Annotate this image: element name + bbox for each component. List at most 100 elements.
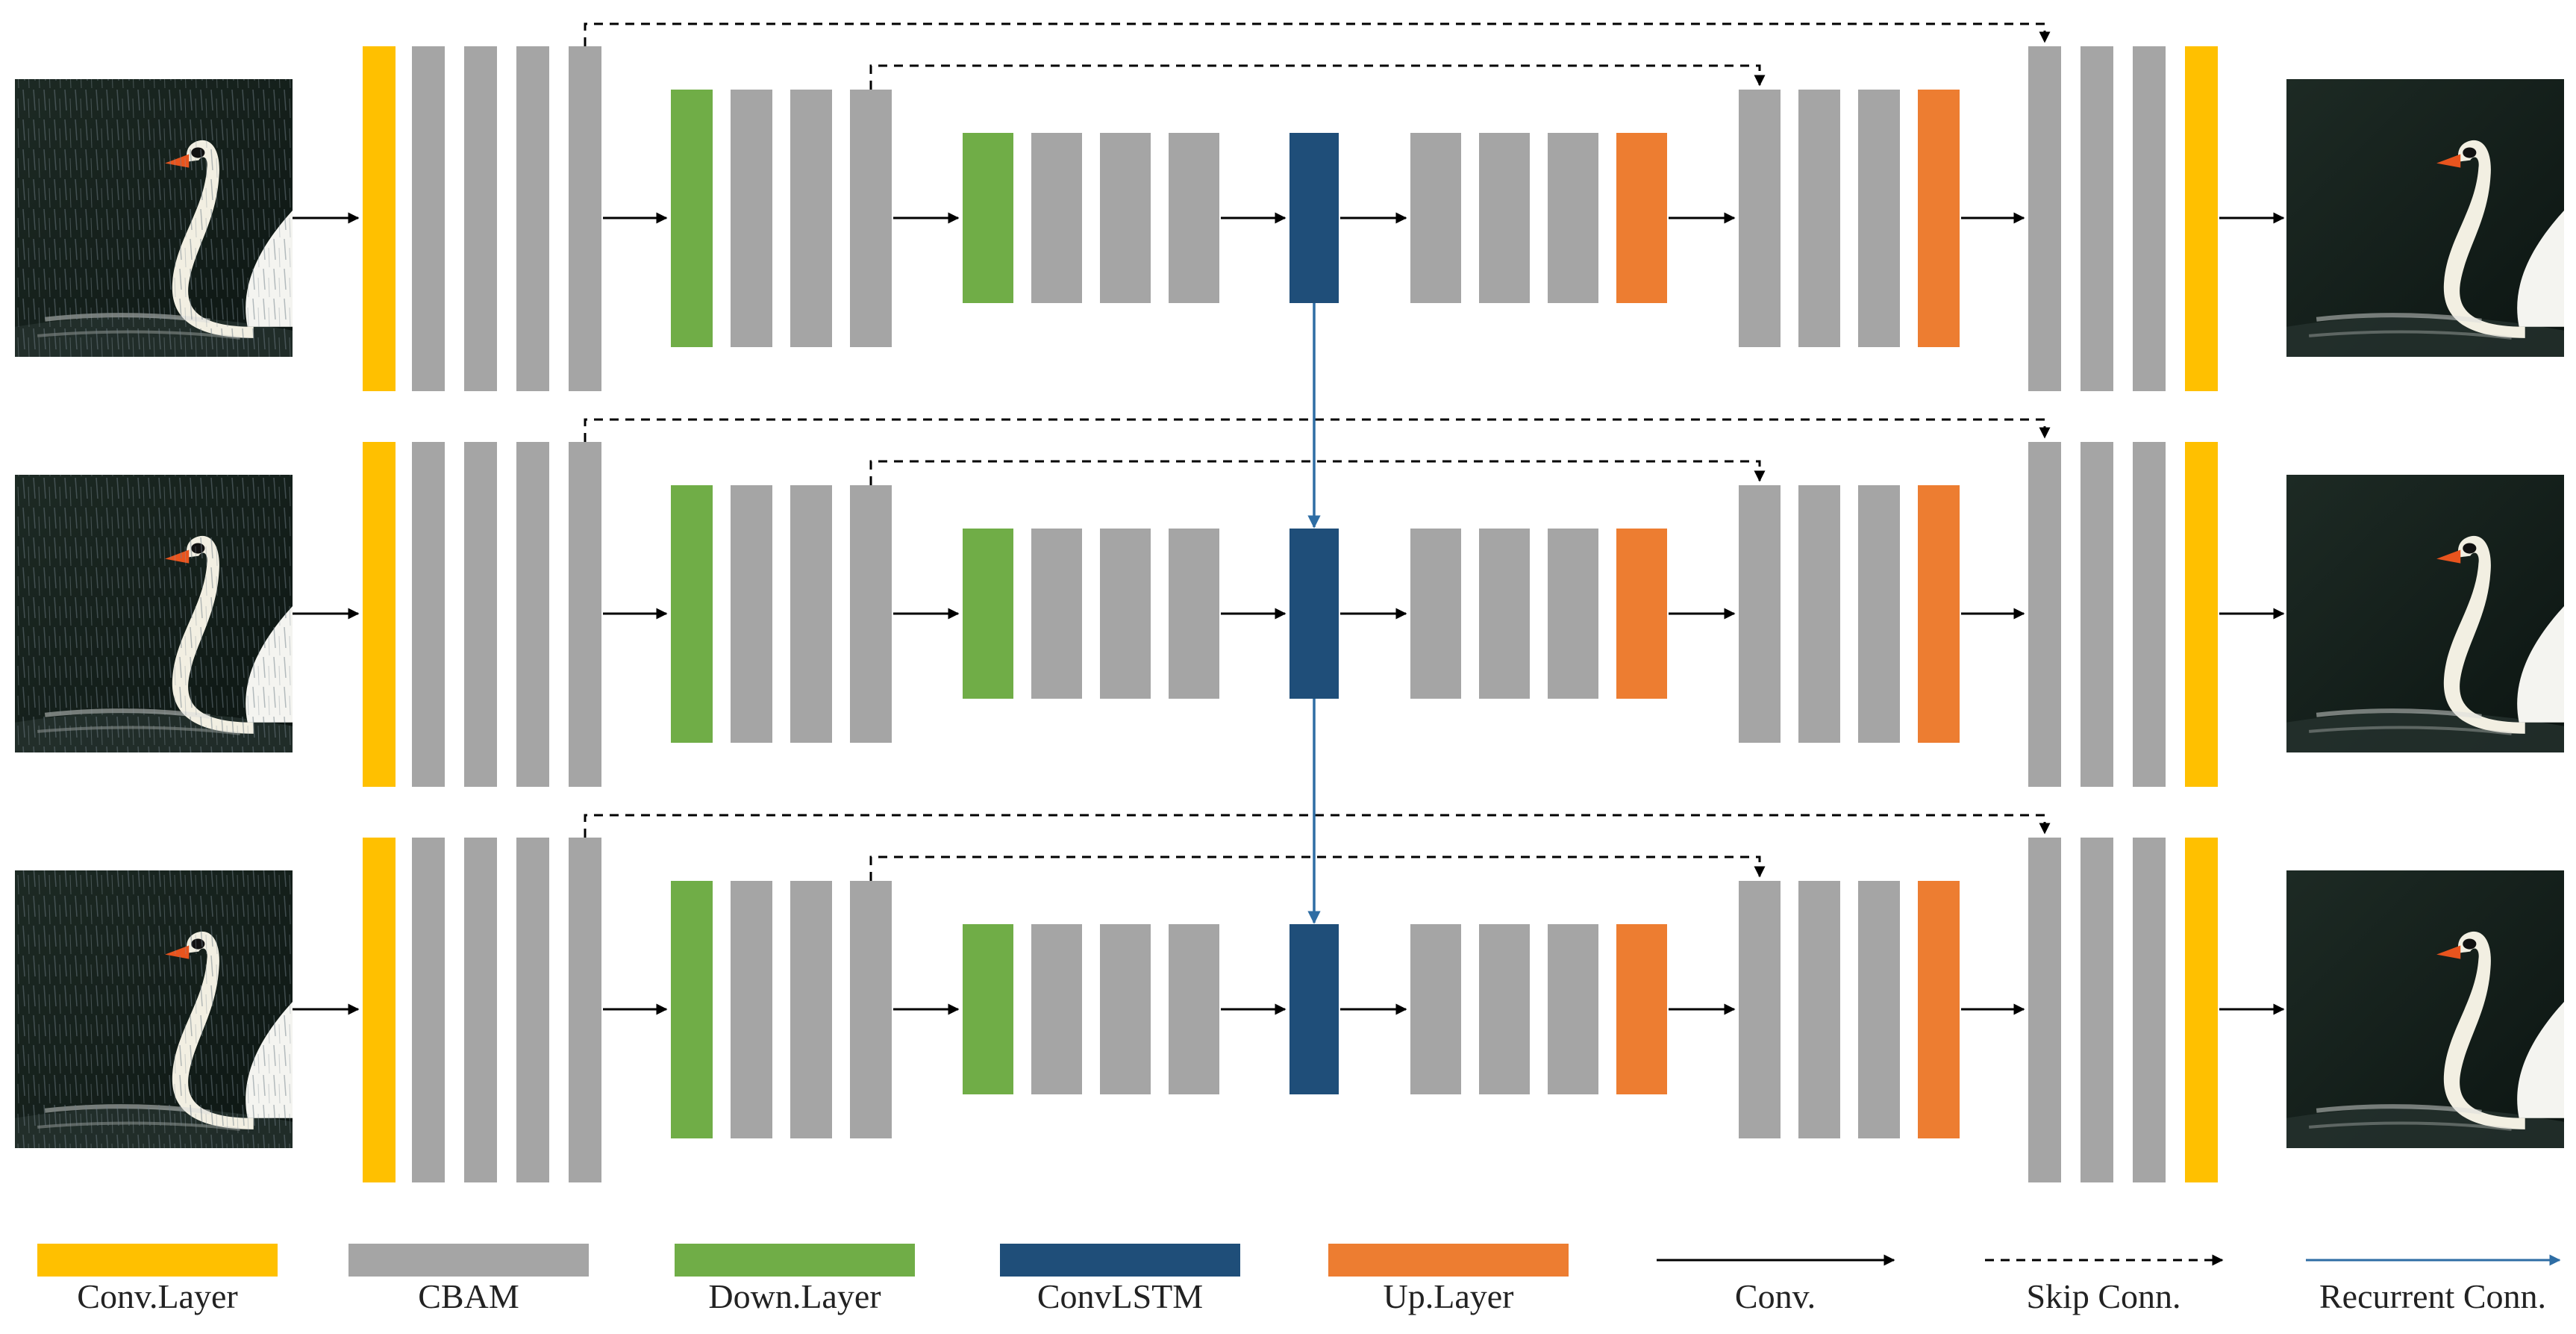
cbam-enc2-b xyxy=(790,881,832,1138)
cbam-enc2-b xyxy=(790,90,832,347)
up-layer-1 xyxy=(1616,529,1667,699)
cbam-dec1-b xyxy=(2081,46,2113,391)
cbam-mid-c xyxy=(1169,924,1219,1094)
down-layer-1 xyxy=(671,881,713,1138)
cbam-enc2-c xyxy=(850,881,892,1138)
output-image xyxy=(2286,870,2564,1148)
legend-up-layer-label: Up.Layer xyxy=(1384,1277,1514,1315)
rain-streaks xyxy=(15,475,293,752)
up-layer-2 xyxy=(1918,90,1960,347)
cbam-enc1-a xyxy=(412,46,445,391)
cbam-mid-a xyxy=(1031,133,1082,303)
cbam-dec-mid-b xyxy=(1479,924,1530,1094)
cbam-enc1-c xyxy=(516,442,549,787)
cbam-dec2-b xyxy=(1798,881,1840,1138)
output-image xyxy=(2286,475,2564,752)
legend-recurrent-conn: Recurrent Conn. xyxy=(2306,1254,2561,1315)
legend-skip-conn-label: Skip Conn. xyxy=(2026,1277,2180,1315)
cbam-enc1-b xyxy=(464,46,497,391)
cbam-enc2-a xyxy=(731,485,772,743)
legend-conv-label: Conv. xyxy=(1735,1277,1816,1315)
convlstm-block xyxy=(1289,529,1339,699)
cbam-dec2-c xyxy=(1858,881,1900,1138)
legend-conv-layer-swatch xyxy=(37,1244,278,1277)
legend-cbam-swatch xyxy=(348,1244,589,1277)
cbam-dec2-c xyxy=(1858,485,1900,743)
cbam-dec1-c xyxy=(2133,442,2166,787)
cbam-dec2-c xyxy=(1858,90,1900,347)
legend-down-layer-swatch xyxy=(675,1244,915,1277)
cbam-dec-mid-c xyxy=(1548,529,1598,699)
legend-cbam: CBAM xyxy=(348,1244,589,1315)
convlstm-block xyxy=(1289,924,1339,1094)
legend-cbam-label: CBAM xyxy=(418,1277,519,1315)
cbam-dec1-a xyxy=(2028,46,2061,391)
cbam-enc2-a xyxy=(731,90,772,347)
cbam-enc2-c xyxy=(850,90,892,347)
cbam-mid-c xyxy=(1169,529,1219,699)
cbam-enc1-d xyxy=(569,838,601,1182)
cbam-dec2-a xyxy=(1739,881,1781,1138)
up-layer-1 xyxy=(1616,924,1667,1094)
cbam-dec1-c xyxy=(2133,46,2166,391)
legend-convlstm-swatch xyxy=(1000,1244,1240,1277)
cbam-dec-mid-b xyxy=(1479,529,1530,699)
legend-convlstm: ConvLSTM xyxy=(1000,1244,1240,1315)
cbam-dec-mid-a xyxy=(1410,924,1461,1094)
cbam-dec-mid-b xyxy=(1479,133,1530,303)
down-layer-2 xyxy=(963,924,1013,1094)
down-layer-1 xyxy=(671,485,713,743)
conv-layer-in xyxy=(363,46,396,391)
cbam-dec1-c xyxy=(2133,838,2166,1182)
cbam-mid-b xyxy=(1100,529,1151,699)
cbam-mid-b xyxy=(1100,133,1151,303)
legend-convlstm-label: ConvLSTM xyxy=(1037,1277,1203,1315)
row-1 xyxy=(15,22,2564,391)
convlstm-block xyxy=(1289,133,1339,303)
cbam-dec1-a xyxy=(2028,442,2061,787)
cbam-enc2-a xyxy=(731,881,772,1138)
cbam-dec2-b xyxy=(1798,485,1840,743)
cbam-enc1-b xyxy=(464,838,497,1182)
row-2 xyxy=(15,418,2564,787)
conv-layer-in xyxy=(363,442,396,787)
legend-skip-conn: Skip Conn. xyxy=(1985,1254,2224,1315)
legend-conv-layer-label: Conv.Layer xyxy=(77,1277,237,1315)
cbam-dec-mid-c xyxy=(1548,924,1598,1094)
cbam-mid-a xyxy=(1031,529,1082,699)
down-layer-2 xyxy=(963,133,1013,303)
cbam-enc1-b xyxy=(464,442,497,787)
cbam-enc1-c xyxy=(516,46,549,391)
cbam-enc1-c xyxy=(516,838,549,1182)
skip-connection-outer xyxy=(584,22,2051,46)
down-layer-2 xyxy=(963,529,1013,699)
up-layer-2 xyxy=(1918,485,1960,743)
legend-up-layer-swatch xyxy=(1328,1244,1569,1277)
cbam-dec2-a xyxy=(1739,485,1781,743)
cbam-mid-c xyxy=(1169,133,1219,303)
cbam-enc1-a xyxy=(412,838,445,1182)
rain-streaks xyxy=(15,870,293,1148)
legend: Conv.Layer CBAM Down.Layer ConvLSTM Up.Layer… xyxy=(37,1244,2561,1315)
conv-layer-out xyxy=(2185,838,2218,1182)
skip-connection-inner xyxy=(869,64,1766,90)
cbam-dec2-b xyxy=(1798,90,1840,347)
legend-down-layer-label: Down.Layer xyxy=(708,1277,881,1315)
conv-layer-out xyxy=(2185,46,2218,391)
rain-streaks xyxy=(15,79,293,357)
legend-conv-layer: Conv.Layer xyxy=(37,1244,278,1315)
legend-up-layer: Up.Layer xyxy=(1328,1244,1569,1315)
cbam-enc1-d xyxy=(569,442,601,787)
up-layer-2 xyxy=(1918,881,1960,1138)
cbam-mid-a xyxy=(1031,924,1082,1094)
legend-recurrent-conn-label: Recurrent Conn. xyxy=(2319,1277,2546,1315)
output-image xyxy=(2286,79,2564,357)
cbam-enc2-c xyxy=(850,485,892,743)
up-layer-1 xyxy=(1616,133,1667,303)
cbam-enc2-b xyxy=(790,485,832,743)
legend-conv: Conv. xyxy=(1657,1254,1895,1315)
cbam-dec1-b xyxy=(2081,442,2113,787)
cbam-dec1-a xyxy=(2028,838,2061,1182)
cbam-dec-mid-a xyxy=(1410,529,1461,699)
